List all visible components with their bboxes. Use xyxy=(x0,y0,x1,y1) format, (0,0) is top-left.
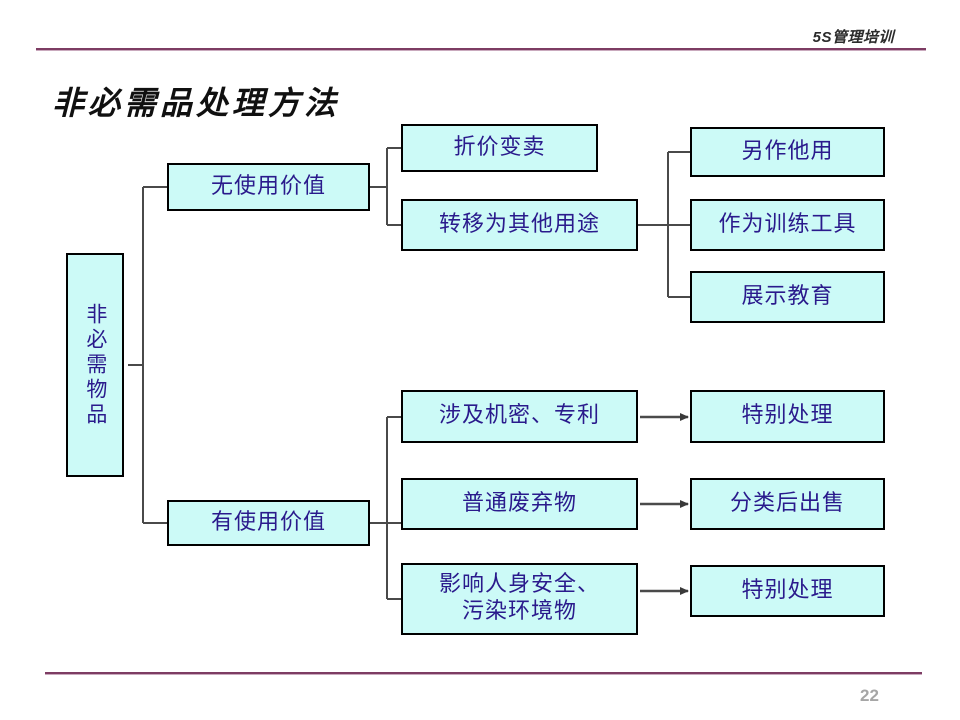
page-title: 非必需品处理方法 xyxy=(52,84,341,122)
node-has-use-value[interactable]: 有使用价值 xyxy=(167,500,370,546)
node-general-waste[interactable]: 普通废弃物 xyxy=(401,478,638,530)
node-confidential-patent[interactable]: 涉及机密、专利 xyxy=(401,390,638,443)
node-other-use[interactable]: 另作他用 xyxy=(690,127,885,177)
node-root[interactable]: 非必需物品 xyxy=(66,253,124,477)
header-rule xyxy=(36,48,926,51)
node-transfer-other-use[interactable]: 转移为其他用途 xyxy=(401,199,638,251)
node-special-handling-bottom[interactable]: 特别处理 xyxy=(690,565,885,617)
node-no-use-value[interactable]: 无使用价值 xyxy=(167,163,370,211)
course-title: 5S管理培训 xyxy=(812,29,894,46)
footer-rule xyxy=(45,672,922,675)
node-discount-sale[interactable]: 折价变卖 xyxy=(401,124,598,172)
node-training-tool[interactable]: 作为训练工具 xyxy=(690,199,885,251)
page-number: 22 xyxy=(860,686,879,705)
node-display-education[interactable]: 展示教育 xyxy=(690,271,885,323)
node-sort-and-sell[interactable]: 分类后出售 xyxy=(690,478,885,530)
node-safety-pollution[interactable]: 影响人身安全、 污染环境物 xyxy=(401,563,638,635)
node-special-handling-top[interactable]: 特别处理 xyxy=(690,390,885,443)
